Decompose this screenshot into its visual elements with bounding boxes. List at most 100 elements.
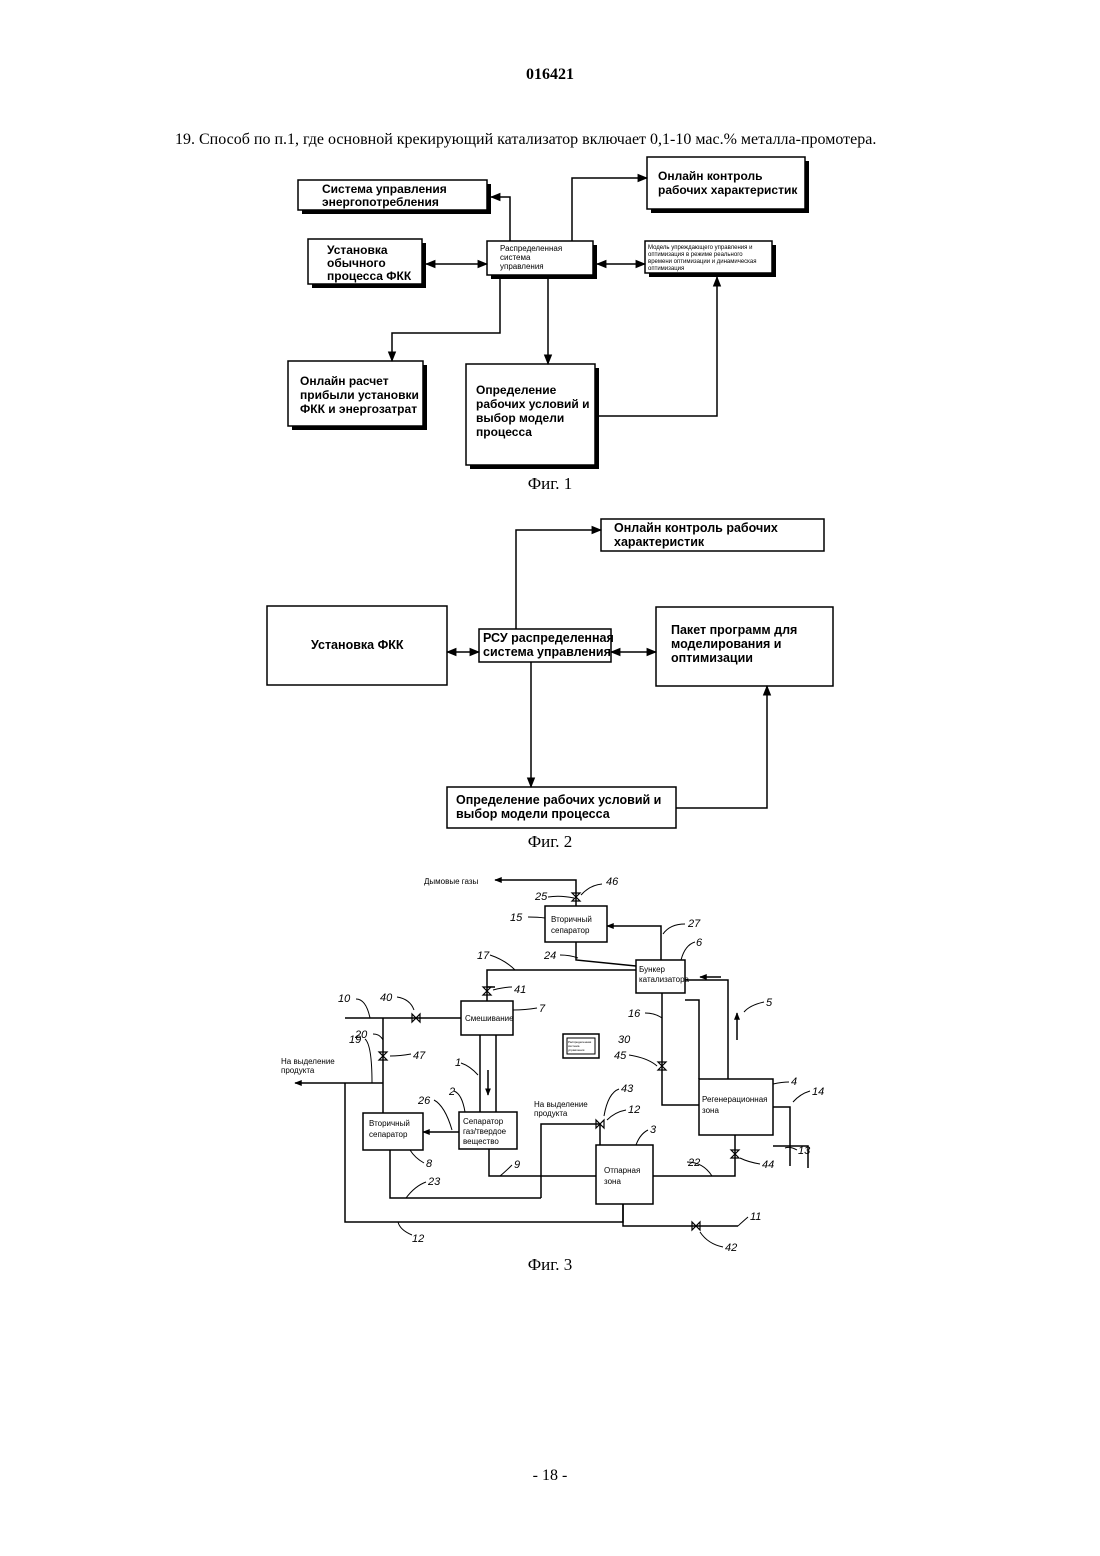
- fig3-ref-9: 9: [514, 1159, 520, 1171]
- fig1-energy-management-line2: энергопотребления: [322, 195, 439, 209]
- fig3-catalyst-hopper: Бункер катализатора: [636, 960, 690, 993]
- fig3-ref-41: 41: [514, 984, 526, 996]
- fig2-online-monitoring-line1: Онлайн контроль рабочих: [614, 521, 778, 535]
- fig3-ref-40: 40: [380, 992, 393, 1004]
- fig3-flue-gas-label: Дымовые газы: [424, 877, 479, 886]
- fig3-ref-43: 43: [621, 1083, 634, 1095]
- fig2-online-monitoring-box: Онлайн контроль рабочих характеристик: [601, 519, 824, 551]
- fig3-product-left-line1: На выделение: [281, 1057, 335, 1066]
- fig3-dcs-small-line3: управления: [568, 1048, 585, 1052]
- fig3-stripping-zone: Отпарная зона: [596, 1145, 653, 1204]
- fig3-ref-24: 24: [543, 950, 556, 962]
- fig3-ref-5: 5: [766, 997, 773, 1009]
- fig2-software-package-box: Пакет программ для моделирования и оптим…: [656, 607, 833, 686]
- fig3-stripping-line1: Отпарная: [604, 1166, 640, 1175]
- fig3-sec-sep-top-line2: сепаратор: [551, 926, 590, 935]
- fig1-conventional-fcc-box: Установка обычного процесса ФКК: [308, 239, 426, 288]
- fig2-software-line3: оптимизации: [671, 651, 753, 665]
- fig2-software-line1: Пакет программ для: [671, 623, 797, 637]
- figure-1: Система управления энергопотребления Онл…: [288, 157, 809, 469]
- fig3-ref-17: 17: [477, 950, 490, 962]
- fig3-ref-4: 4: [791, 1076, 797, 1088]
- fig1-energy-management-box: Система управления энергопотребления: [298, 180, 491, 214]
- fig3-ref-30: 30: [618, 1034, 631, 1046]
- fig3-sec-sep-left-line2: сепаратор: [369, 1130, 408, 1139]
- figure-3: Вторичный сепаратор Бункер катализатора …: [281, 876, 824, 1254]
- fig1-mpc-line1: Модель упреждающего управления и: [648, 245, 752, 251]
- fig1-mpc-line4: оптимизация: [648, 266, 684, 272]
- fig3-ref-16: 16: [628, 1008, 641, 1020]
- fig3-hopper-line2: катализатора: [639, 975, 690, 984]
- fig1-dcs-line3: управления: [500, 262, 544, 271]
- page-number: - 18 -: [0, 1467, 1100, 1485]
- fig1-profit-calc-line2: прибыли установки: [300, 388, 419, 402]
- fig2-fcc-unit-box: Установка ФКК: [267, 606, 447, 685]
- fig3-ref-12-bottom: 12: [412, 1233, 424, 1245]
- fig2-arrow-conditions-to-software: [676, 686, 767, 808]
- fig3-ref-7: 7: [539, 1003, 546, 1015]
- fig3-sec-sep-left-line1: Вторичный: [369, 1119, 410, 1128]
- fig3-caption: Фиг. 3: [0, 1255, 1100, 1275]
- fig2-caption: Фиг. 2: [0, 832, 1100, 852]
- fig3-ref-12-top: 12: [628, 1104, 640, 1116]
- fig3-ref-10: 10: [338, 993, 351, 1005]
- fig3-sec-sep-top-line1: Вторичный: [551, 915, 592, 924]
- fig3-ref-26: 26: [417, 1095, 431, 1107]
- fig3-ref-47: 47: [413, 1050, 426, 1062]
- fig3-ref-46: 46: [606, 876, 619, 888]
- fig3-hopper-line1: Бункер: [639, 965, 666, 974]
- fig2-conditions-line1: Определение рабочих условий и: [456, 793, 661, 807]
- fig1-conditions-line3: выбор модели: [476, 411, 564, 425]
- fig3-stripping-line2: зона: [604, 1177, 621, 1186]
- fig1-online-monitoring-line2: рабочих характеристик: [658, 183, 798, 197]
- fig3-ref-2: 2: [448, 1086, 455, 1098]
- fig3-product-left-line2: продукта: [281, 1066, 315, 1075]
- fig2-conditions-line2: выбор модели процесса: [456, 807, 611, 821]
- fig3-mixing-label: Смешивание: [465, 1014, 514, 1023]
- fig2-dcs-line2: система управления: [483, 645, 611, 659]
- fig1-arrow-dcs-to-energy: [491, 197, 510, 241]
- fig1-profit-calc-line3: ФКК и энергозатрат: [300, 402, 417, 416]
- fig1-arrow-conditions-to-mpc: [599, 277, 717, 416]
- fig1-conditions-line1: Определение: [476, 383, 557, 397]
- fig3-secondary-separator-left: Вторичный сепаратор: [363, 1113, 423, 1150]
- fig1-arrow-dcs-to-profit: [392, 279, 500, 361]
- fig2-online-monitoring-line2: характеристик: [614, 535, 705, 549]
- fig1-profit-calculation-box: Онлайн расчет прибыли установки ФКК и эн…: [288, 361, 427, 430]
- fig3-ref-8: 8: [426, 1158, 433, 1170]
- fig1-conventional-fcc-line1: Установка: [327, 243, 388, 257]
- fig3-regeneration-line1: Регенерационная: [702, 1095, 768, 1104]
- fig2-dcs-line1: РСУ распределенная: [483, 631, 614, 645]
- figure-2: Онлайн контроль рабочих характеристик Ус…: [267, 519, 833, 828]
- fig1-mpc-line2: оптимизация в режиме реального: [648, 252, 743, 258]
- fig3-ref-3: 3: [650, 1124, 657, 1136]
- fig1-dcs-box: Распределенная система управления: [487, 241, 597, 279]
- fig3-ref-11: 11: [750, 1211, 761, 1223]
- fig1-operating-conditions-box: Определение рабочих условий и выбор моде…: [466, 364, 599, 469]
- fig1-mpc-line3: времени оптимизации и динамическая: [648, 259, 757, 265]
- fig3-secondary-separator-top: Вторичный сепаратор: [545, 906, 607, 942]
- fig3-ref-14: 14: [812, 1086, 824, 1098]
- fig3-ref-42: 42: [725, 1242, 737, 1254]
- fig1-dcs-line1: Распределенная: [500, 244, 562, 253]
- fig3-ref-22: 22: [687, 1157, 700, 1169]
- fig1-conventional-fcc-line3: процесса ФКК: [327, 269, 412, 283]
- fig3-ref-15: 15: [510, 912, 523, 924]
- fig3-ref-6: 6: [696, 937, 703, 949]
- fig2-software-line2: моделирования и: [671, 637, 782, 651]
- fig1-conditions-line4: процесса: [476, 425, 532, 439]
- fig3-regeneration-zone: Регенерационная зона: [699, 1079, 773, 1135]
- fig3-product-mid-line2: продукта: [534, 1109, 568, 1118]
- fig2-arrow-dcs-to-monitor: [516, 530, 601, 629]
- fig1-caption: Фиг. 1: [0, 474, 1100, 494]
- fig3-ref-25: 25: [534, 891, 548, 903]
- fig3-ref-27: 27: [687, 918, 701, 930]
- fig3-ref-23: 23: [427, 1176, 441, 1188]
- fig3-gs-sep-line1: Сепаратор: [463, 1117, 504, 1126]
- fig3-product-mid-line1: На выделение: [534, 1100, 588, 1109]
- fig2-fcc-unit-label: Установка ФКК: [311, 638, 404, 652]
- fig1-online-monitoring-box: Онлайн контроль рабочих характеристик: [647, 157, 809, 213]
- fig3-mixing-box: Смешивание: [461, 1001, 514, 1035]
- fig2-dcs-box: РСУ распределенная система управления: [479, 629, 614, 662]
